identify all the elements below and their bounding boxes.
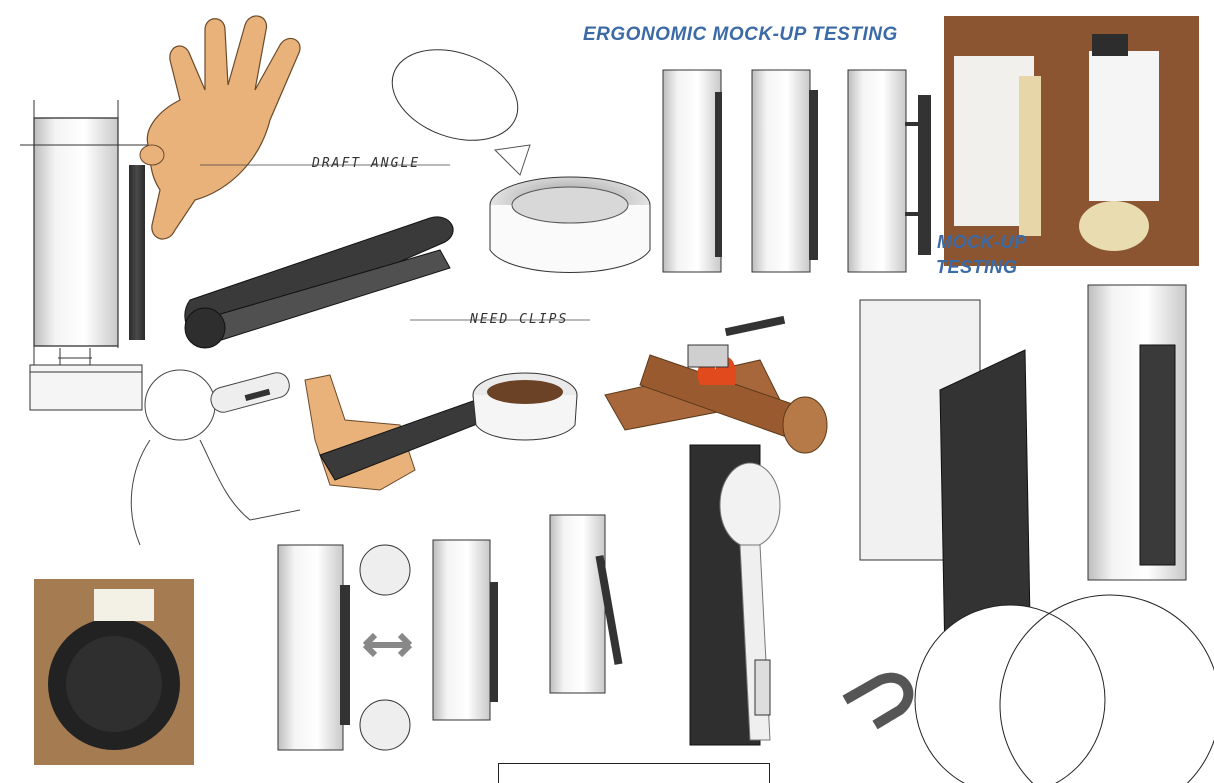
draft-angle-note: DRAFT ANGLE [312, 156, 421, 171]
need-clips-note: NEED CLIPS [470, 312, 569, 327]
campfire-sketch [604, 315, 828, 454]
bottom-frame [498, 763, 770, 783]
mockup-photo-bottles [944, 16, 1199, 266]
clip-sketch-folded [184, 216, 590, 349]
hand-holding-clip-sketch [304, 372, 578, 491]
bowl-sketch [391, 49, 651, 273]
ergonomic-caption: ERGONOMIC MOCK-UP TESTING [583, 24, 898, 45]
frame-clip-sketch [859, 284, 1214, 783]
rotating-clip-variants [277, 514, 623, 751]
hand-sketch-top [139, 15, 450, 240]
bottle-variants-row [662, 69, 931, 273]
lid-photo [34, 579, 194, 765]
mockup-caption-line2: TESTING [936, 257, 1018, 277]
person-drinking-sketch [130, 369, 301, 546]
bottle-sketch-left [20, 100, 150, 411]
mockup-caption-line1: MOCK-UP [937, 232, 1027, 252]
spoon-clip-sketch [689, 444, 914, 746]
